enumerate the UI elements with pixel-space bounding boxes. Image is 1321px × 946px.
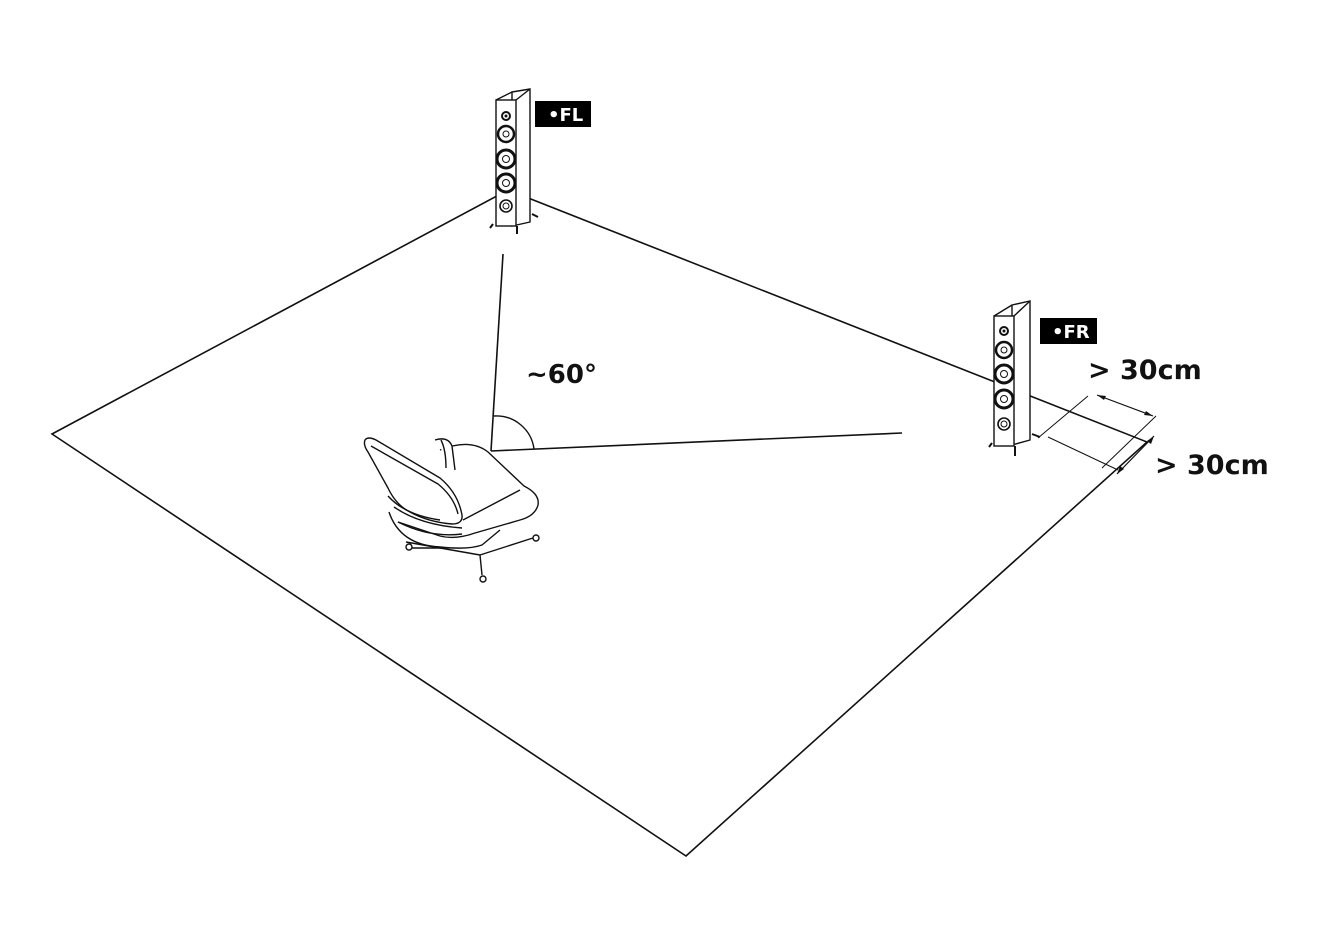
angle-line-to-fl [490,253,504,452]
angle-line-to-fr [490,432,903,452]
room-floor-outline [50,189,1149,858]
front-right-tag-background [1040,318,1097,344]
front-right-tag: •FR [1040,318,1097,344]
angle-label: ~60° [526,360,597,390]
clearance-back-label: > 30cm [1088,355,1202,386]
extension-line-side [1047,436,1119,471]
dimension-arrow-back [1096,394,1154,417]
dimension-arrow-side [1116,435,1155,475]
front-right-speaker [988,300,1041,456]
angle-arc [493,415,535,450]
clearance-side-label: > 30cm [1155,450,1269,481]
front-right-label: •FR [1052,322,1090,343]
clearance-dimensions [1037,394,1157,475]
extension-line-wall [1101,415,1157,469]
front-left-tag: •FL [535,101,591,127]
front-left-speaker [489,88,539,234]
listening-angle-lines [490,253,903,452]
listening-armchair [363,437,540,583]
front-left-label: •FL [548,105,583,126]
front-left-tag-background [535,101,591,127]
extension-line-back [1037,395,1089,439]
